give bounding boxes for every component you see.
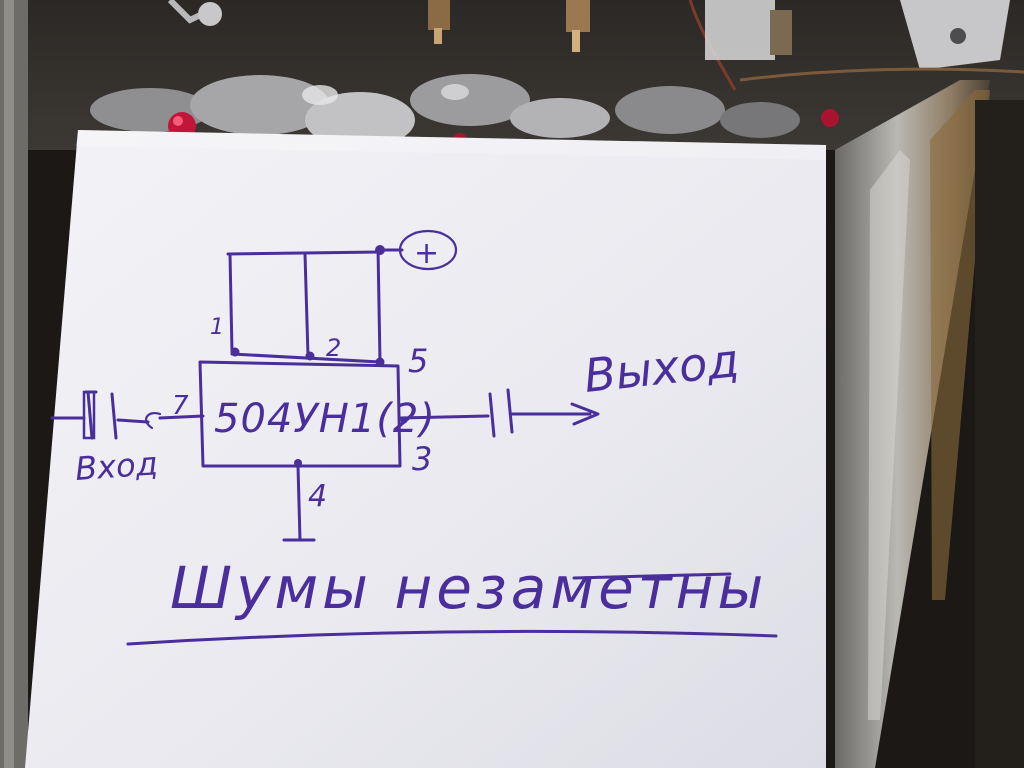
handwritten-labels: 504УН1(2) 1 2 5 7 3 4 Выход Вход Шумы не… [74,315,767,622]
pin-3-label: 3 [412,440,432,478]
solder-blobs [90,74,800,148]
pin-4-label: 4 [308,479,327,514]
output-capacitor-plate-1 [488,392,496,438]
pin-7-label: 7 [172,391,189,421]
bus-wire-pin2 [303,252,310,358]
bus-wire-pin1 [228,252,234,354]
output-capacitor-plate-2 [506,388,514,434]
input-capacitor-plate-2 [110,392,118,440]
bus-wire-top [226,250,382,256]
schematic-drawing: + [50,229,778,646]
junction-dot [375,357,385,367]
input-capacitor-plate-1-outline [82,390,96,440]
plus-sign: + [414,236,439,271]
chip-label: 504УН1(2) [214,396,436,442]
input-label: Вход [74,444,159,488]
input-loop [145,412,162,430]
pin-2-label: 2 [326,334,341,362]
pin-5-label: 5 [408,342,428,380]
output-arrow [570,402,600,426]
caption-underline-long [126,629,778,646]
ground-wire [296,464,302,542]
component-legs [167,0,590,52]
junction-dot [305,351,315,361]
output-junction [400,416,408,424]
input-wire-pin7 [158,414,205,420]
paper-sheet [25,130,826,768]
output-wire-left [398,414,490,420]
junction-dot [230,347,240,357]
top-right-hardware [688,0,1024,91]
ground-junction [294,459,302,467]
plus-supply-circle [398,229,458,271]
caption-text: Шумы незаметны [170,554,767,622]
caption-underline-short [572,572,732,580]
chip-body [198,360,402,468]
bus-wire-pin5 [376,246,382,364]
pin-1-label: 1 [210,315,224,340]
input-wire-mid [116,418,150,424]
